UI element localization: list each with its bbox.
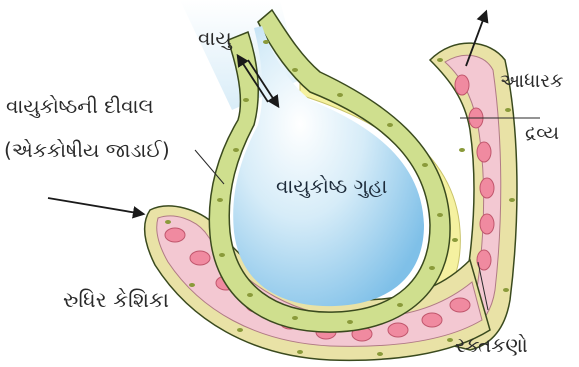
cell-nucleus: [247, 293, 253, 297]
supporting-substance-label-line1: આધારક: [500, 72, 563, 91]
supporting-substance-label-line2: દ્રવ્ય: [525, 124, 559, 143]
red-blood-cell: [450, 298, 470, 312]
cell-nucleus: [263, 40, 269, 44]
cell-nucleus: [233, 148, 239, 152]
cell-nucleus: [297, 350, 303, 354]
red-blood-cell: [480, 178, 494, 198]
cell-nucleus: [447, 338, 453, 342]
alveolar-cavity: [233, 26, 424, 306]
cell-nucleus: [387, 123, 393, 127]
cell-nucleus: [503, 288, 509, 292]
cell-nucleus: [165, 220, 171, 224]
wall-thickness-label: (એકકોષીય જાડાઈ): [4, 140, 170, 160]
cell-nucleus: [243, 98, 249, 102]
cell-nucleus: [429, 266, 435, 270]
red-blood-cell: [165, 228, 185, 242]
cell-nucleus: [189, 283, 195, 287]
cell-nucleus: [237, 328, 243, 332]
cell-nucleus: [347, 320, 353, 324]
cell-nucleus: [437, 58, 443, 62]
cell-nucleus: [422, 163, 428, 167]
cell-nucleus: [217, 198, 223, 202]
cell-nucleus: [377, 352, 383, 356]
cell-nucleus: [437, 213, 443, 217]
cell-nucleus: [452, 238, 458, 242]
blood-in-arrow: [48, 198, 143, 214]
blood-capillary-label: રુધિર કેશિકા: [63, 290, 169, 311]
red-blood-cells-label: રક્તકણો: [455, 335, 528, 355]
red-blood-cell: [190, 251, 210, 265]
cell-nucleus: [397, 303, 403, 307]
cell-nucleus: [509, 198, 515, 202]
red-blood-cell: [422, 313, 442, 327]
cell-nucleus: [292, 316, 298, 320]
alveolar-cavity-label: વાયુકોષ્ઠ ગુહા: [276, 176, 387, 196]
cell-nucleus: [505, 108, 511, 112]
red-blood-cell: [477, 142, 491, 162]
cell-nucleus: [337, 93, 343, 97]
cell-nucleus: [292, 68, 298, 72]
alveolar-wall-label: વાયુકોષ્ઠની દીવાલ: [6, 96, 154, 116]
cell-nucleus: [219, 253, 225, 257]
air-label: વાયુ: [198, 28, 232, 48]
red-blood-cell: [388, 323, 408, 337]
red-blood-cell: [480, 214, 494, 234]
red-blood-cell: [455, 75, 469, 95]
cell-nucleus: [459, 148, 465, 152]
